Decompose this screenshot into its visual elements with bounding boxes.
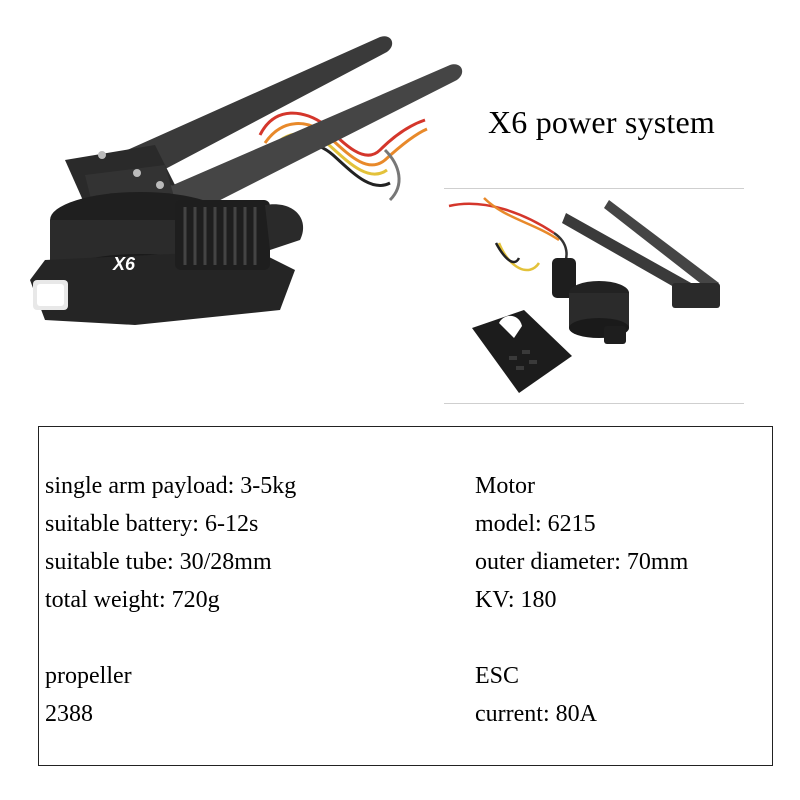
spec-propeller-heading: propeller [45, 663, 132, 689]
spec-gap [475, 619, 688, 657]
spec-motor-heading: Motor [475, 473, 535, 499]
kit-wires [448, 197, 568, 272]
spec-column-left: single arm payload: 3-5kg suitable batte… [45, 467, 296, 733]
kit-illustration [448, 197, 720, 393]
spec-motor-diameter: outer diameter: 70mm [475, 549, 689, 575]
kit-foam-holder [472, 310, 572, 393]
spec-payload: single arm payload: 3-5kg [45, 473, 297, 499]
spec-motor-kv: KV: 180 [475, 587, 557, 613]
kit-motor [569, 281, 629, 344]
spec-battery: suitable battery: 6-12s [45, 511, 259, 537]
propeller-blade-rear [105, 36, 393, 185]
product-photo-main: X6 [30, 36, 463, 325]
spec-propeller-value: 2388 [45, 701, 93, 727]
kit-prop-clamp [672, 283, 720, 308]
motor-label: X6 [112, 254, 136, 274]
propeller-blade-front [150, 64, 463, 223]
spec-box: single arm payload: 3-5kg suitable batte… [38, 426, 773, 766]
spec-gap [45, 619, 296, 657]
photo-top-rule [444, 188, 744, 189]
photo-bottom-rule [444, 403, 744, 404]
product-photo-kit [444, 188, 744, 404]
spec-weight: total weight: 720g [45, 587, 220, 613]
spec-esc-heading: ESC [475, 663, 520, 689]
spec-column-right: Motor model: 6215 outer diameter: 70mm K… [475, 467, 688, 733]
kit-blade-left [562, 213, 709, 303]
motor [30, 192, 295, 325]
esc-heatsink [175, 200, 304, 270]
page-title: X6 power system [488, 104, 715, 140]
spec-esc-value: current: 80A [475, 701, 597, 727]
spec-tube: suitable tube: 30/28mm [45, 549, 272, 575]
kit-blade-right [604, 200, 719, 290]
kit-esc [552, 258, 576, 298]
spec-motor-model: model: 6215 [475, 511, 596, 537]
